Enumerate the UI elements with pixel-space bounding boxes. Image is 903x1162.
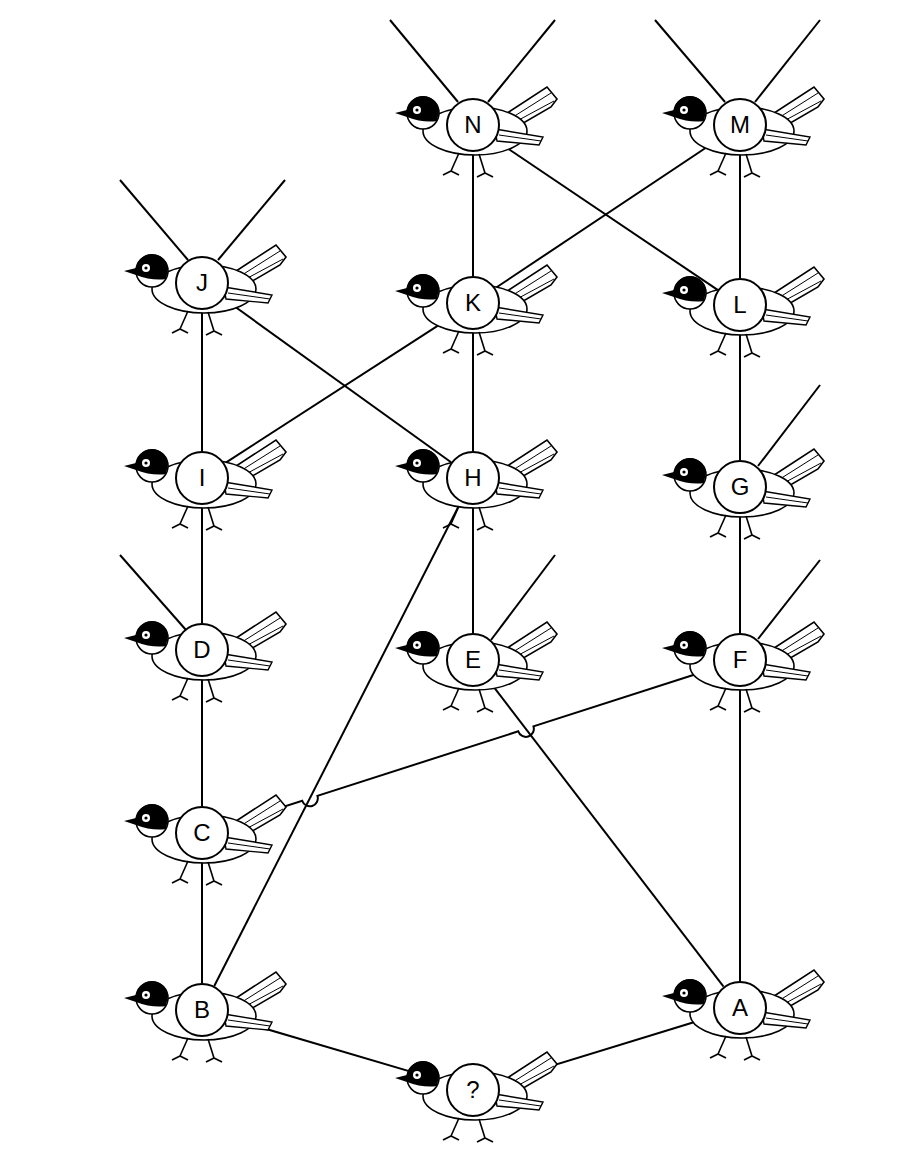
pedigree-circle: J	[175, 256, 229, 310]
pedigree-line	[225, 318, 451, 464]
pedigree-line	[201, 860, 203, 983]
pedigree-line	[739, 152, 741, 278]
pedigree-line	[201, 677, 203, 806]
pedigree-line	[739, 687, 741, 981]
pedigree-line	[472, 505, 474, 633]
pedigree-circle: I	[175, 451, 229, 505]
pedigree-circle: ?	[446, 1063, 500, 1117]
pedigree-line	[495, 140, 717, 288]
pedigree-circle: H	[446, 451, 500, 505]
pedigree-line	[495, 140, 717, 290]
bird-label: ?	[466, 1078, 479, 1102]
pedigree-line	[472, 330, 474, 451]
pedigree-circle: N	[446, 98, 500, 152]
pedigree-line	[201, 505, 203, 623]
bird-label: K	[465, 291, 481, 315]
pedigree-circle: E	[446, 633, 500, 687]
pedigree-circle: B	[175, 983, 229, 1037]
pedigree-circle: F	[713, 633, 767, 687]
pedigree-circle: L	[713, 278, 767, 332]
bird-label: C	[193, 821, 210, 845]
pedigree-line	[739, 514, 741, 633]
bird-label: I	[199, 466, 206, 490]
pedigree-line	[472, 152, 474, 276]
pedigree-line	[228, 668, 715, 824]
pedigree-line	[214, 502, 460, 986]
bird-label: B	[194, 998, 210, 1022]
bird-label: H	[464, 466, 481, 490]
pedigree-circle: K	[446, 276, 500, 330]
bird-label: F	[733, 648, 748, 672]
bird-label: L	[733, 293, 746, 317]
bird-label: G	[731, 475, 750, 499]
pedigree-circle: A	[713, 981, 767, 1035]
pedigree-circle: M	[713, 98, 767, 152]
bird-label: A	[732, 996, 748, 1020]
bird-label: N	[464, 113, 481, 137]
pedigree-line	[201, 310, 203, 451]
pedigree-line	[739, 332, 741, 460]
pedigree-circle: G	[713, 460, 767, 514]
bird-label: D	[193, 638, 210, 662]
pedigree-line	[489, 681, 723, 986]
bird-label: M	[730, 113, 750, 137]
pedigree-circle: D	[175, 623, 229, 677]
pedigree-circle: C	[175, 806, 229, 860]
bird-label: E	[465, 648, 481, 672]
bird-label: J	[196, 271, 208, 295]
pedigree-line	[224, 299, 451, 462]
